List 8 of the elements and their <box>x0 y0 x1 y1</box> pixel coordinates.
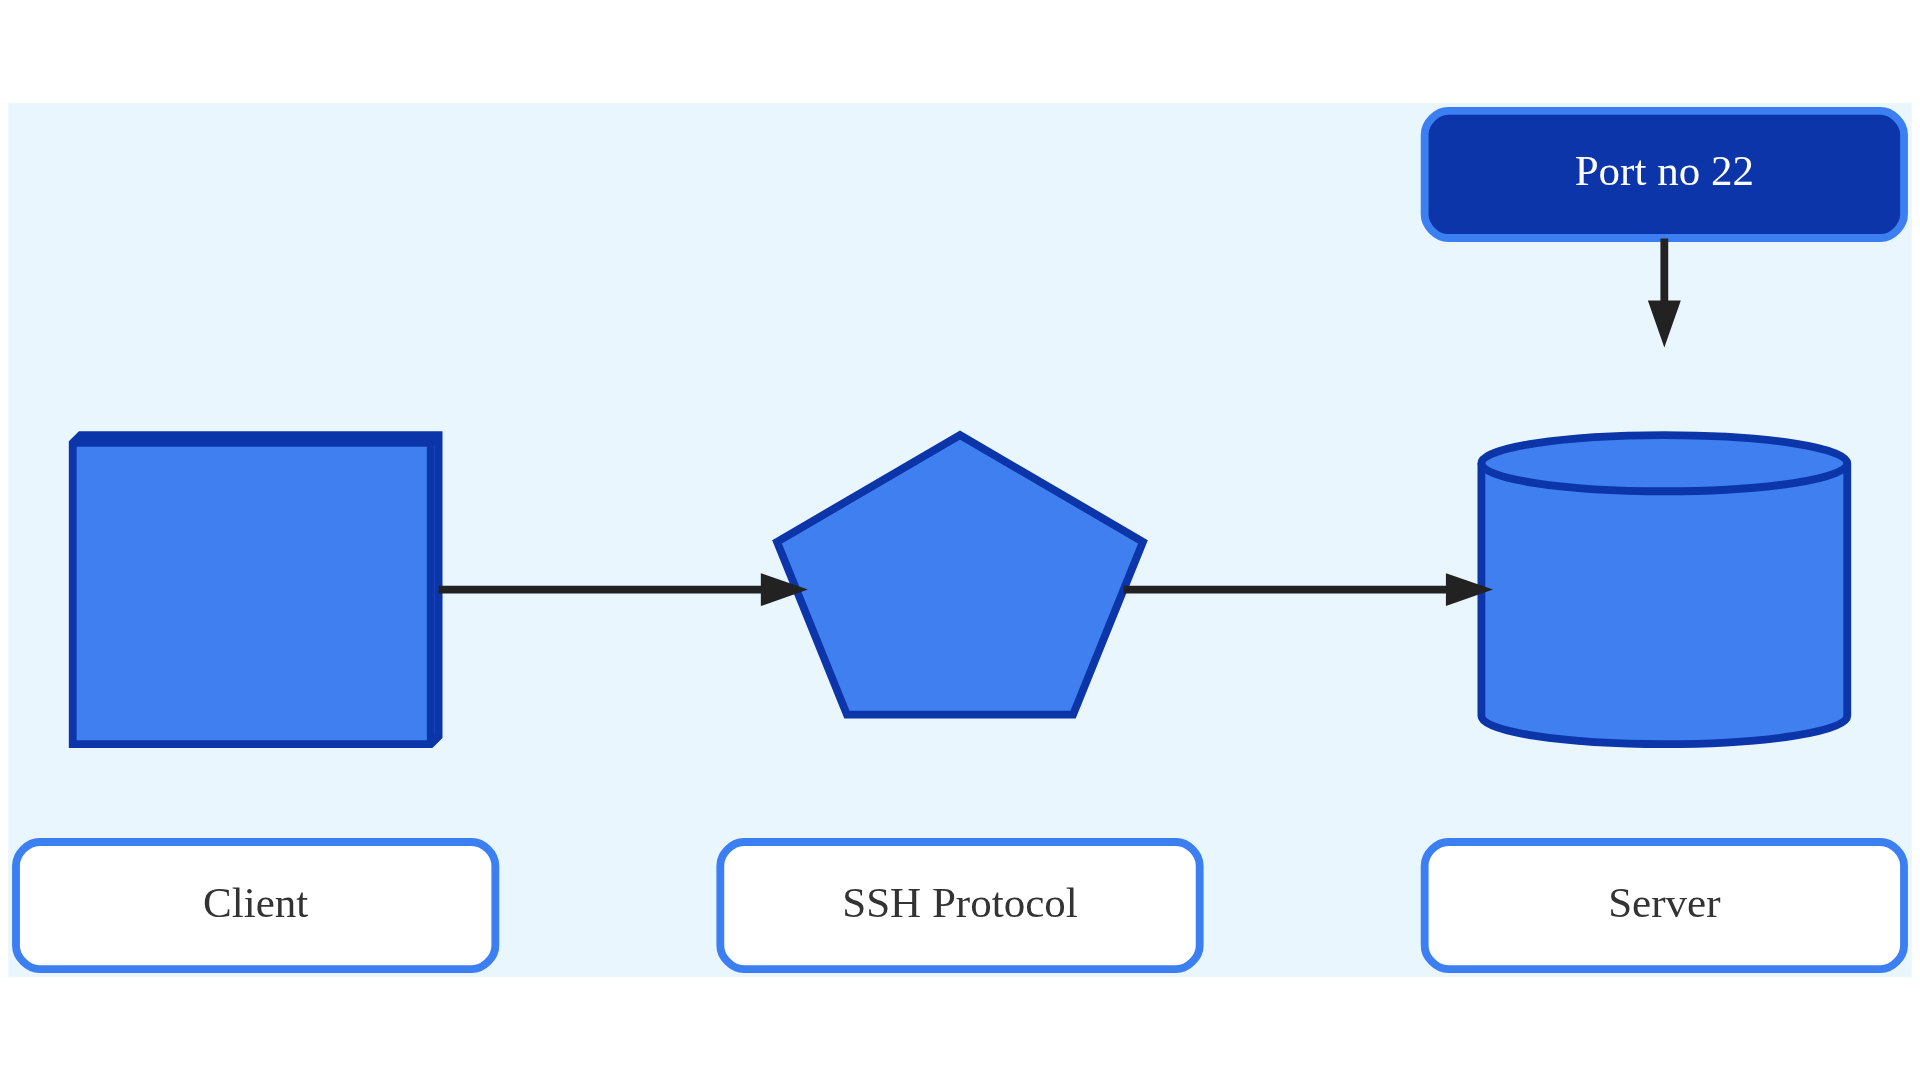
arrow <box>438 573 808 607</box>
node-box: Client <box>12 838 500 974</box>
node-shield <box>772 430 1148 719</box>
arrow <box>1647 238 1681 348</box>
arrow <box>1123 573 1493 607</box>
node-box: SSH Protocol <box>716 838 1204 974</box>
node-box: Server <box>1420 838 1908 974</box>
node-box: Port no 22 <box>1420 106 1908 242</box>
